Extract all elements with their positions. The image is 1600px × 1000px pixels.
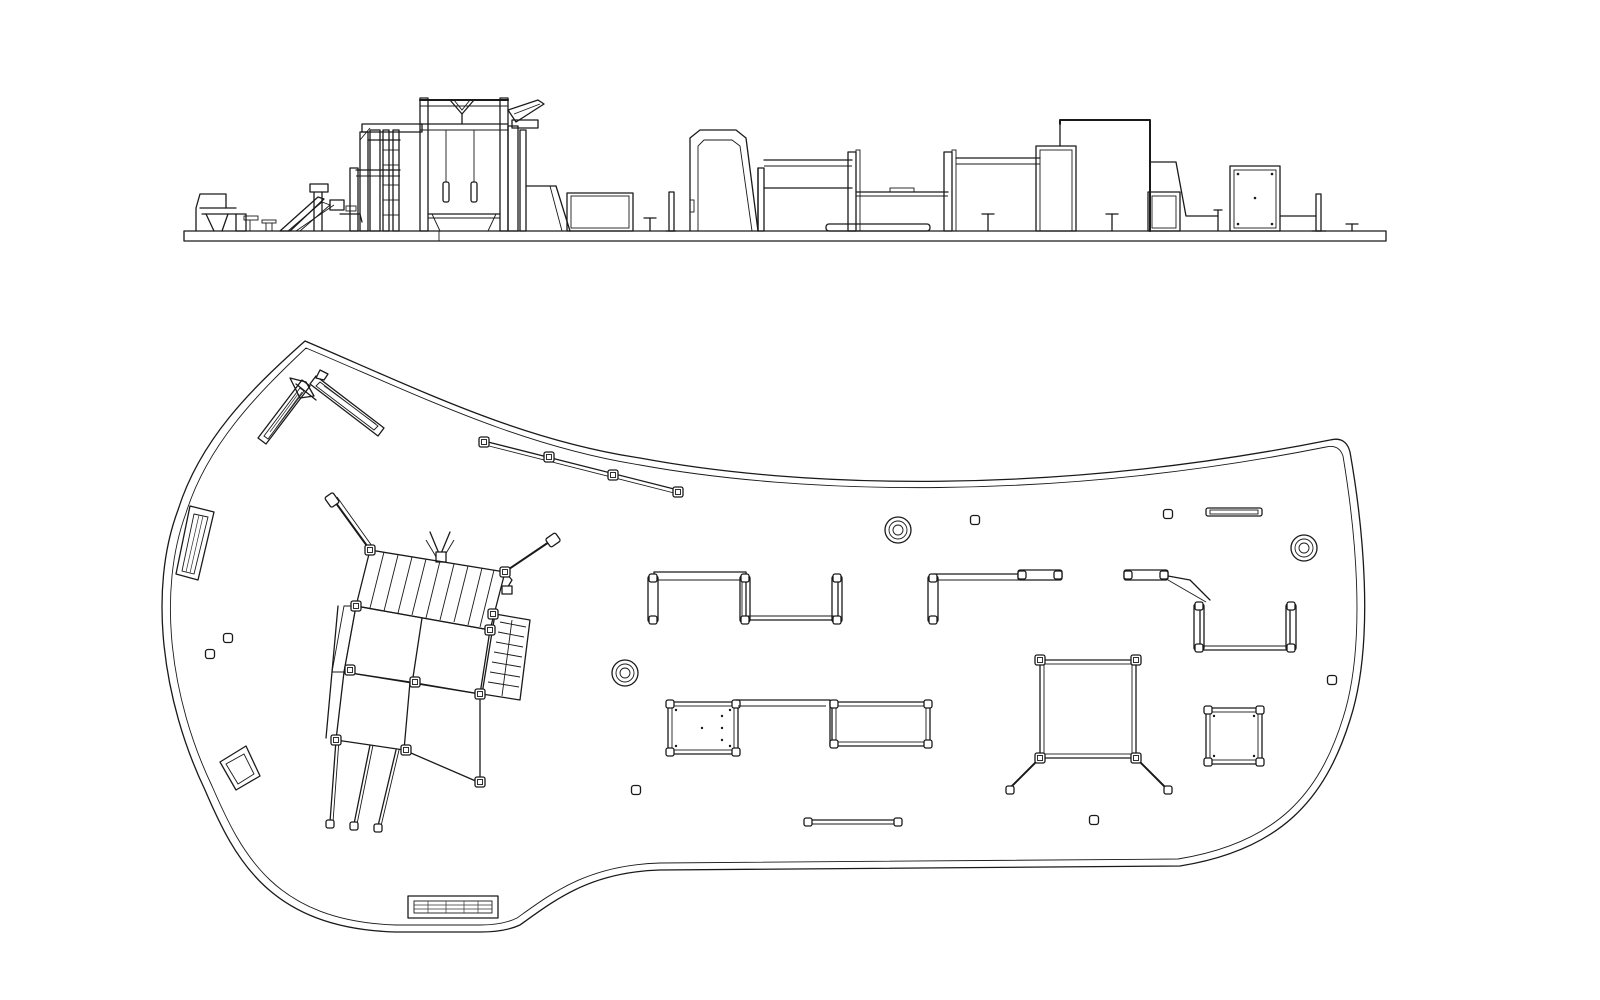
plan-bench-bottom — [407, 895, 499, 919]
elevation-bench — [195, 193, 277, 232]
plan-step — [219, 745, 261, 791]
elevation-rig — [349, 97, 571, 232]
plan-peg — [222, 632, 234, 644]
plan-rig — [324, 492, 561, 833]
elevation-view — [183, 97, 1387, 242]
elevation-tall-box — [1229, 165, 1359, 232]
elevation-ground-slab — [183, 230, 1387, 242]
plan-round-post — [1290, 534, 1318, 562]
plan-rail — [478, 436, 684, 498]
plan-round-post — [611, 659, 639, 687]
plan-parallel-bars-2 — [927, 569, 1063, 625]
plan-plyo-box-2 — [1203, 705, 1265, 767]
plan-parallel-bars-3 — [1123, 569, 1297, 653]
plan-bar-top — [1205, 507, 1263, 517]
plan-bench-angled — [257, 369, 385, 445]
plan-peg — [204, 648, 216, 660]
elevation-pullup-frame — [1035, 119, 1223, 232]
elevation-incline-bench — [279, 183, 363, 232]
plan-view — [161, 340, 1366, 933]
plan-parallel-bars-1 — [647, 571, 843, 625]
plan-round-post — [884, 516, 912, 544]
plan-platform-outline — [161, 340, 1366, 933]
elevation-parkour-frame — [689, 129, 1041, 232]
plan-bench-left — [175, 505, 215, 581]
plan-plyo-box-1 — [665, 699, 933, 757]
elevation-low-box — [566, 191, 677, 232]
plan-bar-bottom — [803, 817, 903, 827]
plan-pullup-frame — [1005, 654, 1173, 795]
